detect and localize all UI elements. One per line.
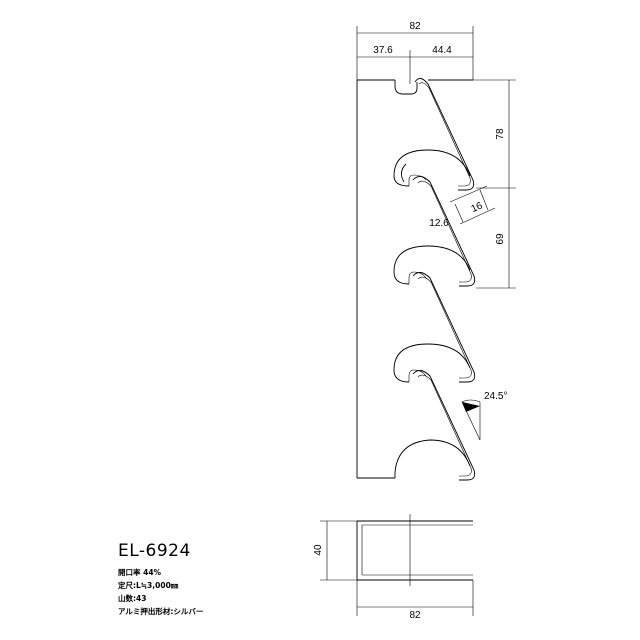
dimension-split: 37.6 44.4 [357, 45, 473, 84]
dim-depth-label: 40 [313, 544, 324, 556]
spec-opening-ratio: 開口率 44% [118, 568, 162, 577]
spec-block: EL-6924 開口率 44% 定尺:L≒3,000㎜ 山数:43 アルミ押出形… [118, 541, 338, 618]
dimension-pitch: 78 69 [473, 79, 516, 289]
dim-pitch-top-label: 78 [495, 128, 506, 140]
dim-left-width-label: 37.6 [373, 45, 393, 56]
dim-angle-label: 24.5° [484, 391, 507, 402]
dimension-angle: 24.5° [461, 391, 507, 441]
dim-gap-label: 12.6 [429, 218, 449, 229]
dim-bottom-width-label: 82 [409, 610, 421, 621]
dim-thickness-label: 16 [470, 200, 485, 215]
spec-number-of-ridges: 山数:43 [118, 594, 147, 603]
dim-overall-width-label: 82 [409, 21, 421, 32]
spec-standard-length: 定尺:L≒3,000㎜ [118, 581, 179, 590]
spec-material: アルミ押出形材:シルバー [118, 607, 204, 616]
louver-profile [356, 78, 476, 481]
dimension-overall-width: 82 [356, 21, 474, 80]
dim-right-width-label: 44.4 [432, 45, 452, 56]
side-view: 40 82 [313, 514, 474, 621]
dim-pitch-label: 69 [495, 233, 506, 245]
product-code: EL-6924 [118, 541, 191, 561]
dimension-gap: 12.6 16 [429, 185, 496, 229]
